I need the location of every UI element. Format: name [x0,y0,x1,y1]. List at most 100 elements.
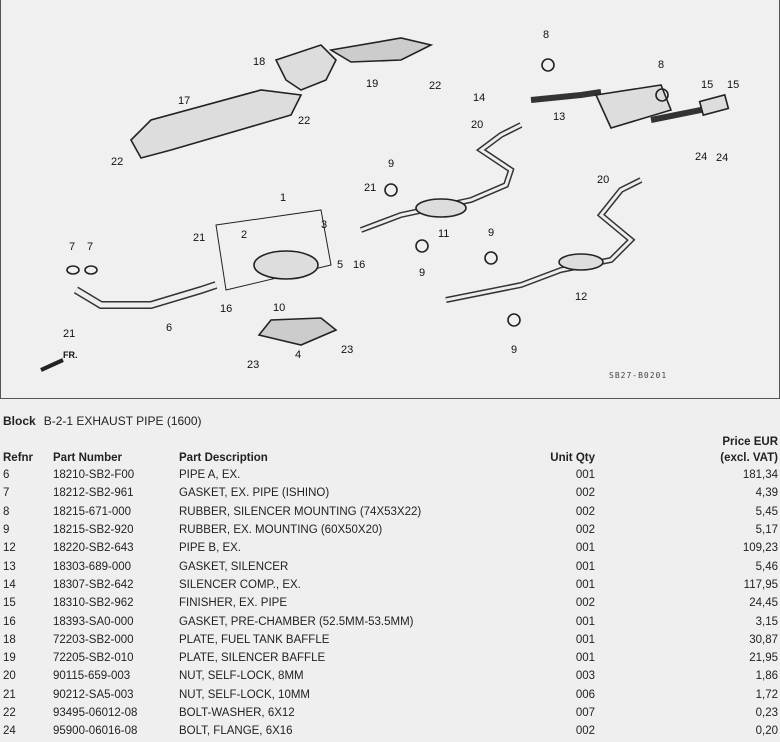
callout-label: 8 [658,59,664,71]
cell-description: NUT, SELF-LOCK, 8MM [179,670,304,683]
cell-part-number: 93495-06012-08 [53,707,138,719]
cell-part-number: 18215-671-000 [53,505,132,518]
header-price-line1: Price EUR [722,436,778,448]
callout-label: 11 [438,228,449,240]
block-label: Block [3,414,36,428]
cell-qty: 001 [575,542,595,555]
callout-label: 17 [178,95,190,107]
cell-description: BOLT-WASHER, 6X12 [179,707,295,719]
silencer-baffle-plate [328,37,434,63]
callout-label: 9 [488,227,494,239]
cell-price: 1,86 [755,670,778,683]
cell-qty: 002 [575,487,595,500]
front-arrow-icon [40,358,64,372]
cell-price: 117,95 [743,578,778,591]
cell-refnr: 12 [3,542,16,555]
callout-label: 22 [429,80,441,92]
callout-label: 1 [280,192,286,204]
cell-part-number: 90212-SA5-003 [53,688,134,701]
cell-description: RUBBER, EX. MOUNTING (60X50X20) [179,524,383,537]
header-part-number: Part Number [53,452,123,464]
front-label: FR. [63,350,78,360]
table-header-row: Refnr Part Number Part Description Unit … [0,432,780,466]
cell-qty: 001 [575,652,595,665]
header-price: Price EUR (excl. VAT) [600,432,780,466]
cell-refnr: 6 [3,469,10,482]
callout-label: 24 [716,152,728,164]
cell-price: 5,17 [755,524,778,537]
cell-price: 0,23 [755,707,778,719]
cell-part-number: 18307-SB2-642 [53,578,134,591]
callout-label: 18 [253,56,265,68]
header-refnr: Refnr [3,452,34,464]
cell-qty: 001 [575,615,595,628]
parts-table: Refnr Part Number Part Description Unit … [0,432,780,740]
cell-description: GASKET, SILENCER [179,560,289,573]
callout-label: 21 [63,328,75,340]
cell-price: 24,45 [749,597,778,610]
cell-refnr: 15 [3,597,16,610]
cell-part-number: 18210-SB2-F00 [53,469,135,482]
callout-label: 9 [419,267,425,279]
cell-description: BOLT, FLANGE, 6X16 [179,725,293,738]
callout-label: 22 [111,156,123,168]
cell-price: 1,72 [755,688,778,701]
callout-label: 13 [553,111,565,123]
cell-price: 30,87 [749,633,778,646]
callout-label: 15 [727,79,739,91]
converter-group-box [215,209,332,291]
cell-description: NUT, SELF-LOCK, 10MM [179,688,310,701]
heat-shield-17 [130,89,303,159]
diagram-code: SB27-B0201 [609,371,667,380]
cell-description: GASKET, PRE-CHAMBER (52.5MM-53.5MM) [179,615,414,628]
fuel-tank-baffle-plate [274,44,337,91]
callout-label: 9 [511,344,517,356]
cell-refnr: 18 [3,633,16,646]
callout-label: 12 [575,291,587,303]
callout-label: 22 [298,115,310,127]
cell-price: 0,20 [755,725,778,738]
catalytic-converter [253,250,319,280]
callout-label: 16 [353,259,365,271]
cell-qty: 001 [575,469,595,482]
cell-qty: 001 [575,560,595,573]
cell-price: 21,95 [749,652,778,665]
cell-part-number: 95900-06016-08 [53,725,138,738]
cell-part-number: 18212-SB2-961 [53,487,134,500]
cell-description: RUBBER, SILENCER MOUNTING (74X53X22) [179,505,422,518]
block-title: B-2-1 EXHAUST PIPE (1600) [43,414,202,428]
cell-refnr: 21 [3,688,16,701]
cell-refnr: 9 [3,524,10,537]
cell-refnr: 7 [3,487,10,500]
header-description: Part Description [179,452,268,464]
callout-label: 3 [321,219,327,231]
callout-label: 20 [597,174,609,186]
header-qty: Unit Qty [550,452,595,464]
callout-label: 7 [69,241,75,253]
cell-part-number: 18220-SB2-643 [53,542,134,555]
cell-price: 4,39 [755,487,778,500]
header-price-line2: (excl. VAT) [720,452,778,464]
cell-part-number: 90115-659-003 [53,670,131,683]
callout-label: 19 [366,78,378,90]
cell-refnr: 20 [3,670,16,683]
cell-qty: 007 [575,707,595,719]
cell-refnr: 13 [3,560,16,573]
callout-label: 2 [241,229,247,241]
callout-label: 7 [87,241,93,253]
callout-label: 23 [341,344,353,356]
cell-description: PLATE, SILENCER BAFFLE [179,652,326,665]
cell-part-number: 18393-SA0-000 [53,615,134,628]
